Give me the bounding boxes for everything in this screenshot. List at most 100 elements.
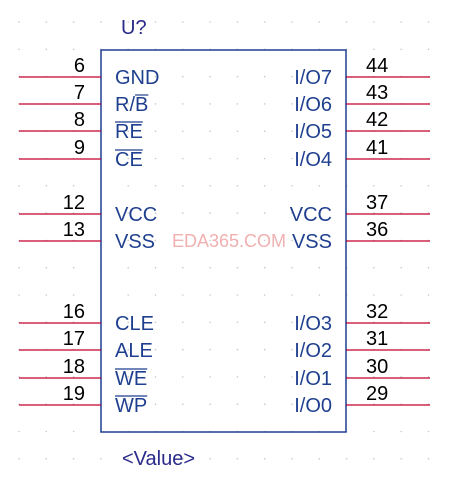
pin-label: VSS [292, 231, 332, 253]
grid-dot [373, 21, 375, 23]
grid-dot [236, 294, 239, 296]
grid-dot [182, 294, 184, 296]
grid-dot [291, 266, 293, 269]
grid-dot [154, 130, 157, 132]
pin-label: VSS [115, 231, 155, 253]
grid-dot [236, 212, 239, 214]
grid-dot [127, 212, 129, 214]
grid-dot [318, 458, 321, 460]
pin-label: ALE [115, 340, 153, 362]
grid-dot [45, 185, 48, 187]
grid-dot [373, 294, 375, 296]
grid-dot [154, 403, 157, 406]
grid-dot [263, 21, 266, 23]
grid-dot [318, 103, 321, 105]
pin-8[interactable]: 8RE [19, 109, 143, 143]
grid-dot [318, 266, 321, 269]
grid-dot [236, 185, 239, 187]
grid-dot [263, 103, 266, 105]
grid-dot [72, 185, 75, 187]
grid-dot [400, 458, 403, 460]
grid-dot [291, 294, 293, 296]
grid-dot [18, 185, 20, 187]
pin-label: I/O1 [294, 368, 332, 390]
grid-dot [291, 185, 293, 187]
pin-label: I/O2 [294, 340, 332, 362]
pin-31[interactable]: 31I/O2 [294, 328, 430, 362]
pin-9[interactable]: 9CE [19, 137, 143, 171]
pin-number: 42 [366, 109, 388, 131]
grid-dot [263, 239, 266, 242]
grid-dot [427, 376, 430, 378]
grid-dot [318, 294, 321, 296]
grid-dot [427, 266, 430, 269]
grid-dot [45, 21, 48, 23]
value-label[interactable]: <Value> [122, 448, 195, 470]
grid-dot [127, 185, 129, 187]
grid-dot [318, 376, 321, 378]
pin-label: WE [115, 368, 147, 390]
pin-42[interactable]: 42I/O5 [294, 109, 430, 143]
grid-dot [291, 157, 293, 160]
grid-dot [209, 130, 211, 132]
grid-dot [400, 48, 403, 51]
grid-dot [127, 75, 129, 78]
pin-44[interactable]: 44I/O7 [294, 55, 430, 89]
grid-dot [209, 75, 211, 78]
grid-dot [209, 376, 211, 378]
pin-30[interactable]: 30I/O1 [294, 356, 430, 390]
grid-dot [373, 185, 375, 187]
grid-dot [236, 376, 239, 378]
left-pins: 6GND7R/B8RE9CE12VCC13VSS16CLE17ALE18WE19… [19, 55, 159, 417]
grid-dot [154, 157, 157, 160]
grid-dot [127, 157, 129, 160]
grid-dot [154, 348, 157, 351]
reference-designator[interactable]: U? [121, 17, 147, 39]
grid-dot [72, 48, 75, 51]
pin-number: 17 [63, 328, 85, 350]
grid-dot [127, 376, 129, 378]
grid-dot [127, 403, 129, 406]
grid-dot [345, 458, 348, 460]
grid-dot [18, 266, 20, 269]
grid-dot [154, 21, 157, 23]
grid-dot [236, 103, 239, 105]
pin-number: 7 [74, 82, 85, 104]
grid-dot [18, 294, 20, 296]
grid-dot [263, 348, 266, 351]
pin-43[interactable]: 43I/O6 [294, 82, 430, 116]
grid-dot [45, 376, 48, 378]
pin-32[interactable]: 32I/O3 [294, 301, 430, 335]
grid-dot [182, 130, 184, 132]
pin-number: 29 [366, 383, 388, 405]
grid-dot [209, 403, 211, 406]
grid-dot [263, 266, 266, 269]
grid-dot [72, 294, 75, 296]
grid-dot [291, 348, 293, 351]
pin-41[interactable]: 41I/O4 [294, 137, 430, 171]
grid-dot [154, 321, 157, 324]
grid-dot [72, 376, 75, 378]
grid-dot [318, 212, 321, 214]
grid-dot [127, 321, 129, 324]
pin-number: 41 [366, 137, 388, 159]
grid-dot [291, 239, 293, 242]
pin-label: VCC [115, 204, 157, 226]
pin-29[interactable]: 29I/O0 [294, 383, 430, 417]
pin-label: CE [115, 149, 143, 171]
pin-number: 18 [63, 356, 85, 378]
grid-dot [427, 430, 430, 433]
grid-dot [318, 321, 321, 324]
grid-dot [209, 157, 211, 160]
grid-dot [427, 185, 430, 187]
pin-7[interactable]: 7R/B [19, 82, 149, 116]
